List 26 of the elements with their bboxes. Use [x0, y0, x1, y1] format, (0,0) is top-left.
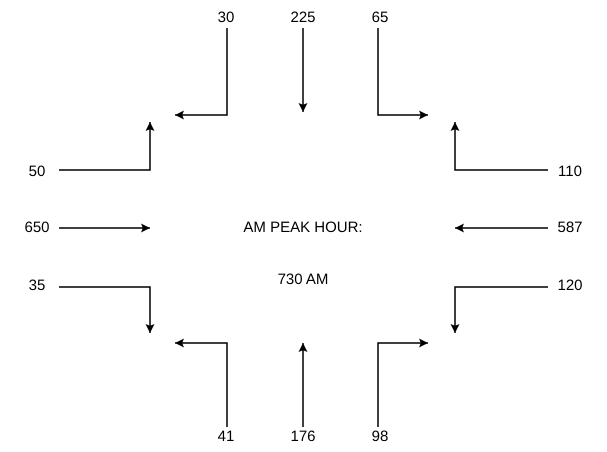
volume-count: 65 [358, 8, 402, 28]
volume-count: 50 [15, 162, 59, 182]
movement-arrow [59, 286, 154, 333]
volume-count: 225 [281, 8, 325, 28]
movement-arrow [377, 338, 428, 427]
movement-arrow [450, 286, 548, 333]
volume-count: 41 [204, 427, 248, 447]
volume-count: 30 [204, 8, 248, 28]
volume-count: 98 [358, 427, 402, 447]
movement-arrow [298, 343, 308, 427]
volume-count: 110 [548, 162, 592, 182]
movement-arrow [59, 122, 154, 171]
movement-arrow [298, 28, 308, 112]
volume-count: 587 [548, 218, 592, 238]
peak-hour-note: AM PEAK HOUR: [242, 218, 364, 238]
movement-arrow [455, 224, 548, 232]
volume-count: 120 [548, 276, 592, 296]
volume-count: 35 [15, 276, 59, 296]
movement-arrow [59, 224, 150, 232]
movement-arrow [175, 338, 228, 427]
peak-hour-note: 730 AM [276, 270, 330, 290]
volume-count: 650 [15, 218, 59, 238]
movement-arrow [175, 28, 228, 120]
movement-arrow [377, 28, 428, 120]
movement-arrow [450, 122, 548, 171]
volume-count: 176 [281, 427, 325, 447]
